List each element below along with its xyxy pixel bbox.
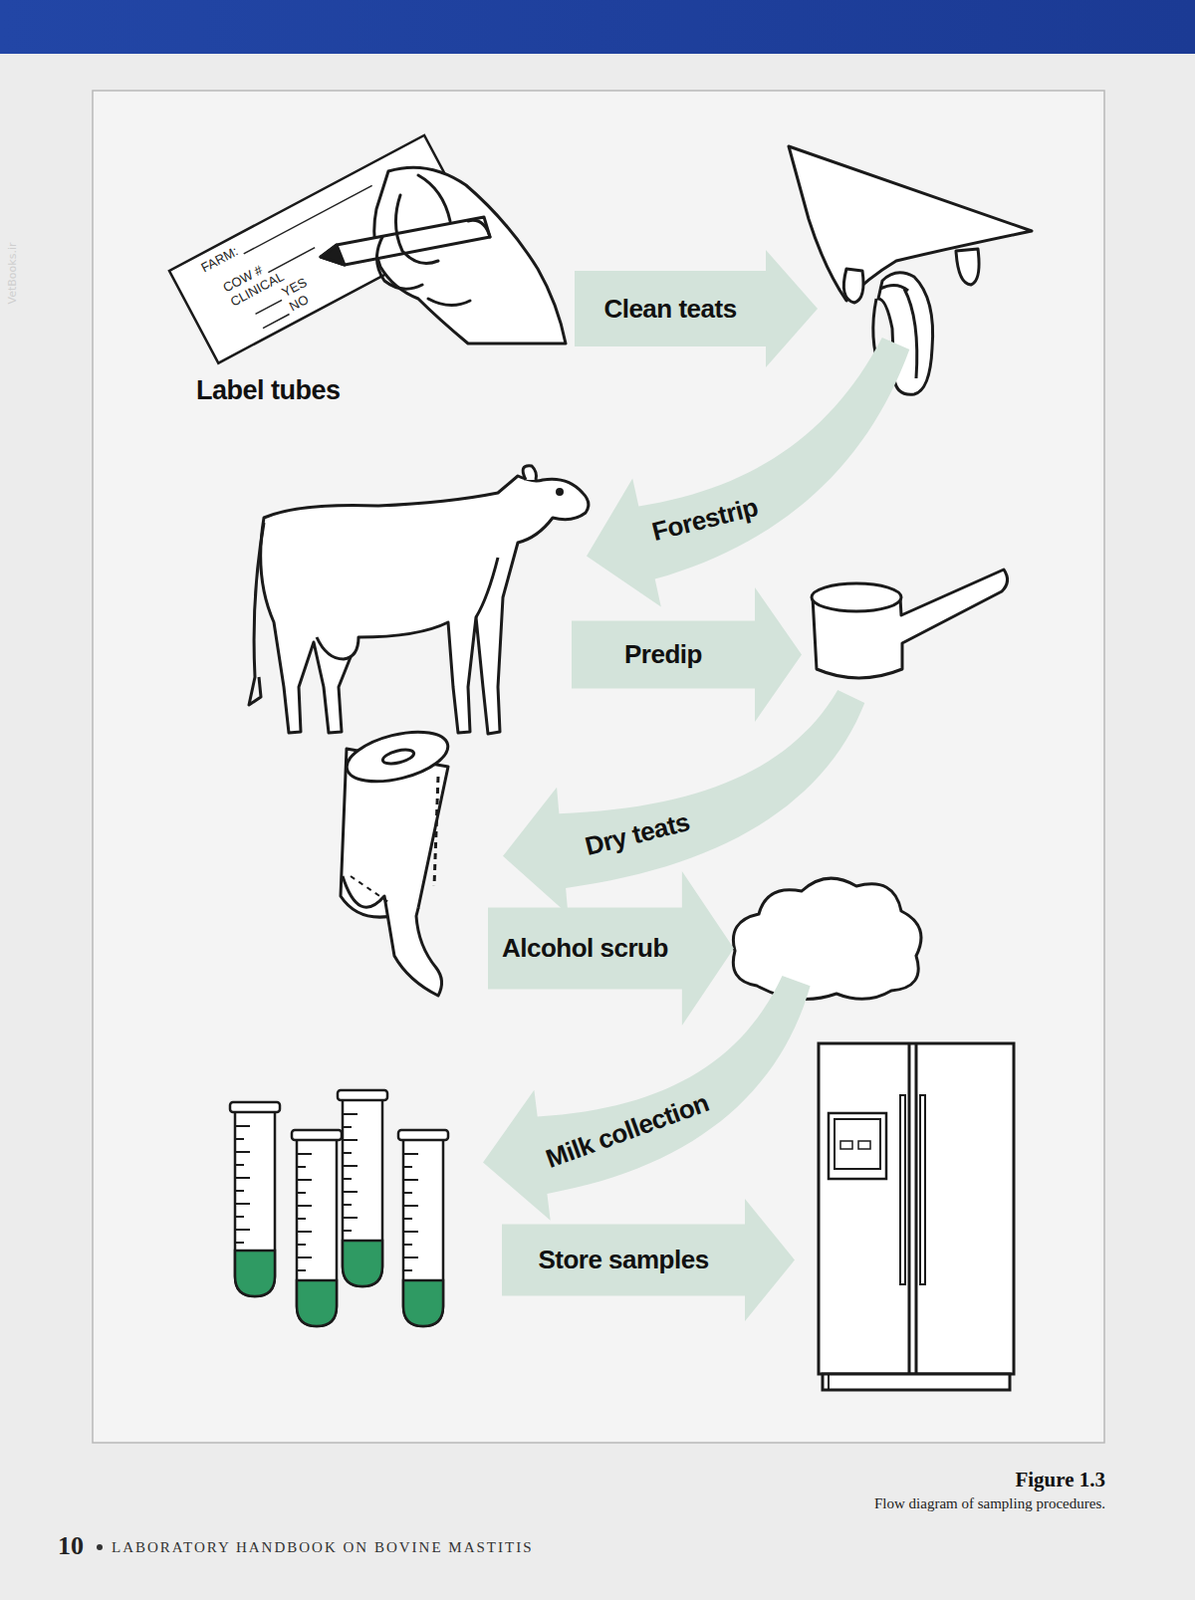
tube [296, 1140, 337, 1327]
tube-tick [235, 1138, 244, 1141]
tube-tick [342, 1113, 358, 1116]
step-label: Clean teats [574, 249, 766, 368]
step-label: Store samples [501, 1198, 745, 1322]
tube-tick [342, 1191, 358, 1194]
tube-tick [296, 1179, 312, 1182]
page-number: 10 [57, 1531, 84, 1562]
tube-tick [342, 1216, 358, 1219]
tube-tick [403, 1217, 413, 1220]
tube-tick [342, 1139, 358, 1142]
tube-tick [235, 1151, 250, 1154]
arrow-fill [482, 975, 811, 1221]
tube-tick [235, 1202, 250, 1205]
write-line [262, 314, 289, 329]
figure-panel [92, 90, 1105, 1443]
teat-cleaning-drawing [788, 146, 1032, 395]
tube-tick [296, 1269, 306, 1272]
watermark: VetBooks.ir [5, 242, 19, 305]
tube-tick [403, 1243, 413, 1246]
write-line [255, 299, 282, 314]
tube [235, 1112, 275, 1297]
tube-tick [342, 1229, 352, 1232]
arrow-shape [586, 337, 910, 607]
arrow-fill [574, 249, 818, 368]
refrigerator-drawing [818, 1043, 1014, 1391]
curved-step-arrow: Milk collection [482, 975, 811, 1221]
arrow-fill [586, 337, 910, 607]
write-line [267, 247, 315, 273]
tube-sample [403, 1280, 444, 1327]
step-arrow: Store samples [501, 1198, 795, 1322]
tube-tick [403, 1230, 419, 1233]
tube-tick [342, 1203, 352, 1206]
tube-tick [296, 1166, 306, 1169]
arrow-shape [482, 975, 811, 1221]
tube-tick [342, 1126, 352, 1129]
tube-tick [235, 1125, 250, 1128]
top-bar [0, 0, 1195, 54]
tube-tick [403, 1269, 413, 1272]
figure-caption: Flow diagram of sampling procedures. [874, 1495, 1106, 1513]
tube-tick [342, 1152, 352, 1155]
tube-tick [235, 1215, 244, 1218]
tube-tick [403, 1153, 419, 1156]
tube [342, 1100, 383, 1287]
tube-tick [296, 1230, 312, 1233]
tube-tick [403, 1166, 413, 1169]
tube-cap [337, 1090, 388, 1101]
illustration-label: Label tubes [196, 375, 341, 407]
tube-tick [296, 1192, 306, 1195]
tube-tick [403, 1204, 419, 1207]
step-arrow: Clean teats [574, 249, 818, 368]
tube-cap [230, 1102, 280, 1113]
arrow-fill [487, 871, 734, 1026]
tube-tick [235, 1228, 250, 1231]
tube-cap [398, 1130, 449, 1141]
step-arrow: Alcohol scrub [487, 871, 734, 1026]
step-label: Alcohol scrub [487, 871, 683, 1026]
footer-bullet [96, 1544, 103, 1551]
tube-tick [342, 1165, 358, 1168]
tube-tick [296, 1243, 306, 1246]
tube-sample [342, 1240, 383, 1287]
tube-tick [296, 1217, 306, 1220]
tube-tick [235, 1190, 244, 1193]
dip-cup-drawing [811, 569, 1008, 679]
tube-tick [403, 1256, 419, 1259]
tube-sample [296, 1280, 337, 1327]
sample-tubes-drawing [230, 1090, 449, 1327]
tube-tick [235, 1241, 244, 1244]
running-footer: LABORATORY HANDBOOK ON BOVINE MASTITIS [111, 1539, 534, 1557]
tube-tick [296, 1204, 312, 1207]
step-label: Predip [571, 587, 755, 722]
step-arrow: Predip [571, 587, 802, 722]
tube-tick [403, 1179, 419, 1182]
tube-tick [403, 1192, 413, 1195]
tube-cap [291, 1130, 342, 1141]
cotton-swab-drawing [732, 878, 922, 999]
paper-towel-drawing [340, 722, 454, 996]
tube-tick [296, 1153, 312, 1156]
tube-tick [296, 1256, 312, 1259]
tube-tick [342, 1178, 352, 1181]
tube-tick [235, 1177, 250, 1180]
tube-tick [235, 1164, 244, 1167]
arrow-fill [571, 587, 802, 722]
write-line [243, 185, 373, 254]
curved-step-arrow: Forestrip [586, 337, 910, 607]
cow-drawing [248, 466, 589, 734]
arrow-fill [501, 1198, 795, 1322]
tube-sample [235, 1250, 275, 1297]
figure-number: Figure 1.3 [1014, 1467, 1106, 1493]
tube [403, 1140, 444, 1327]
